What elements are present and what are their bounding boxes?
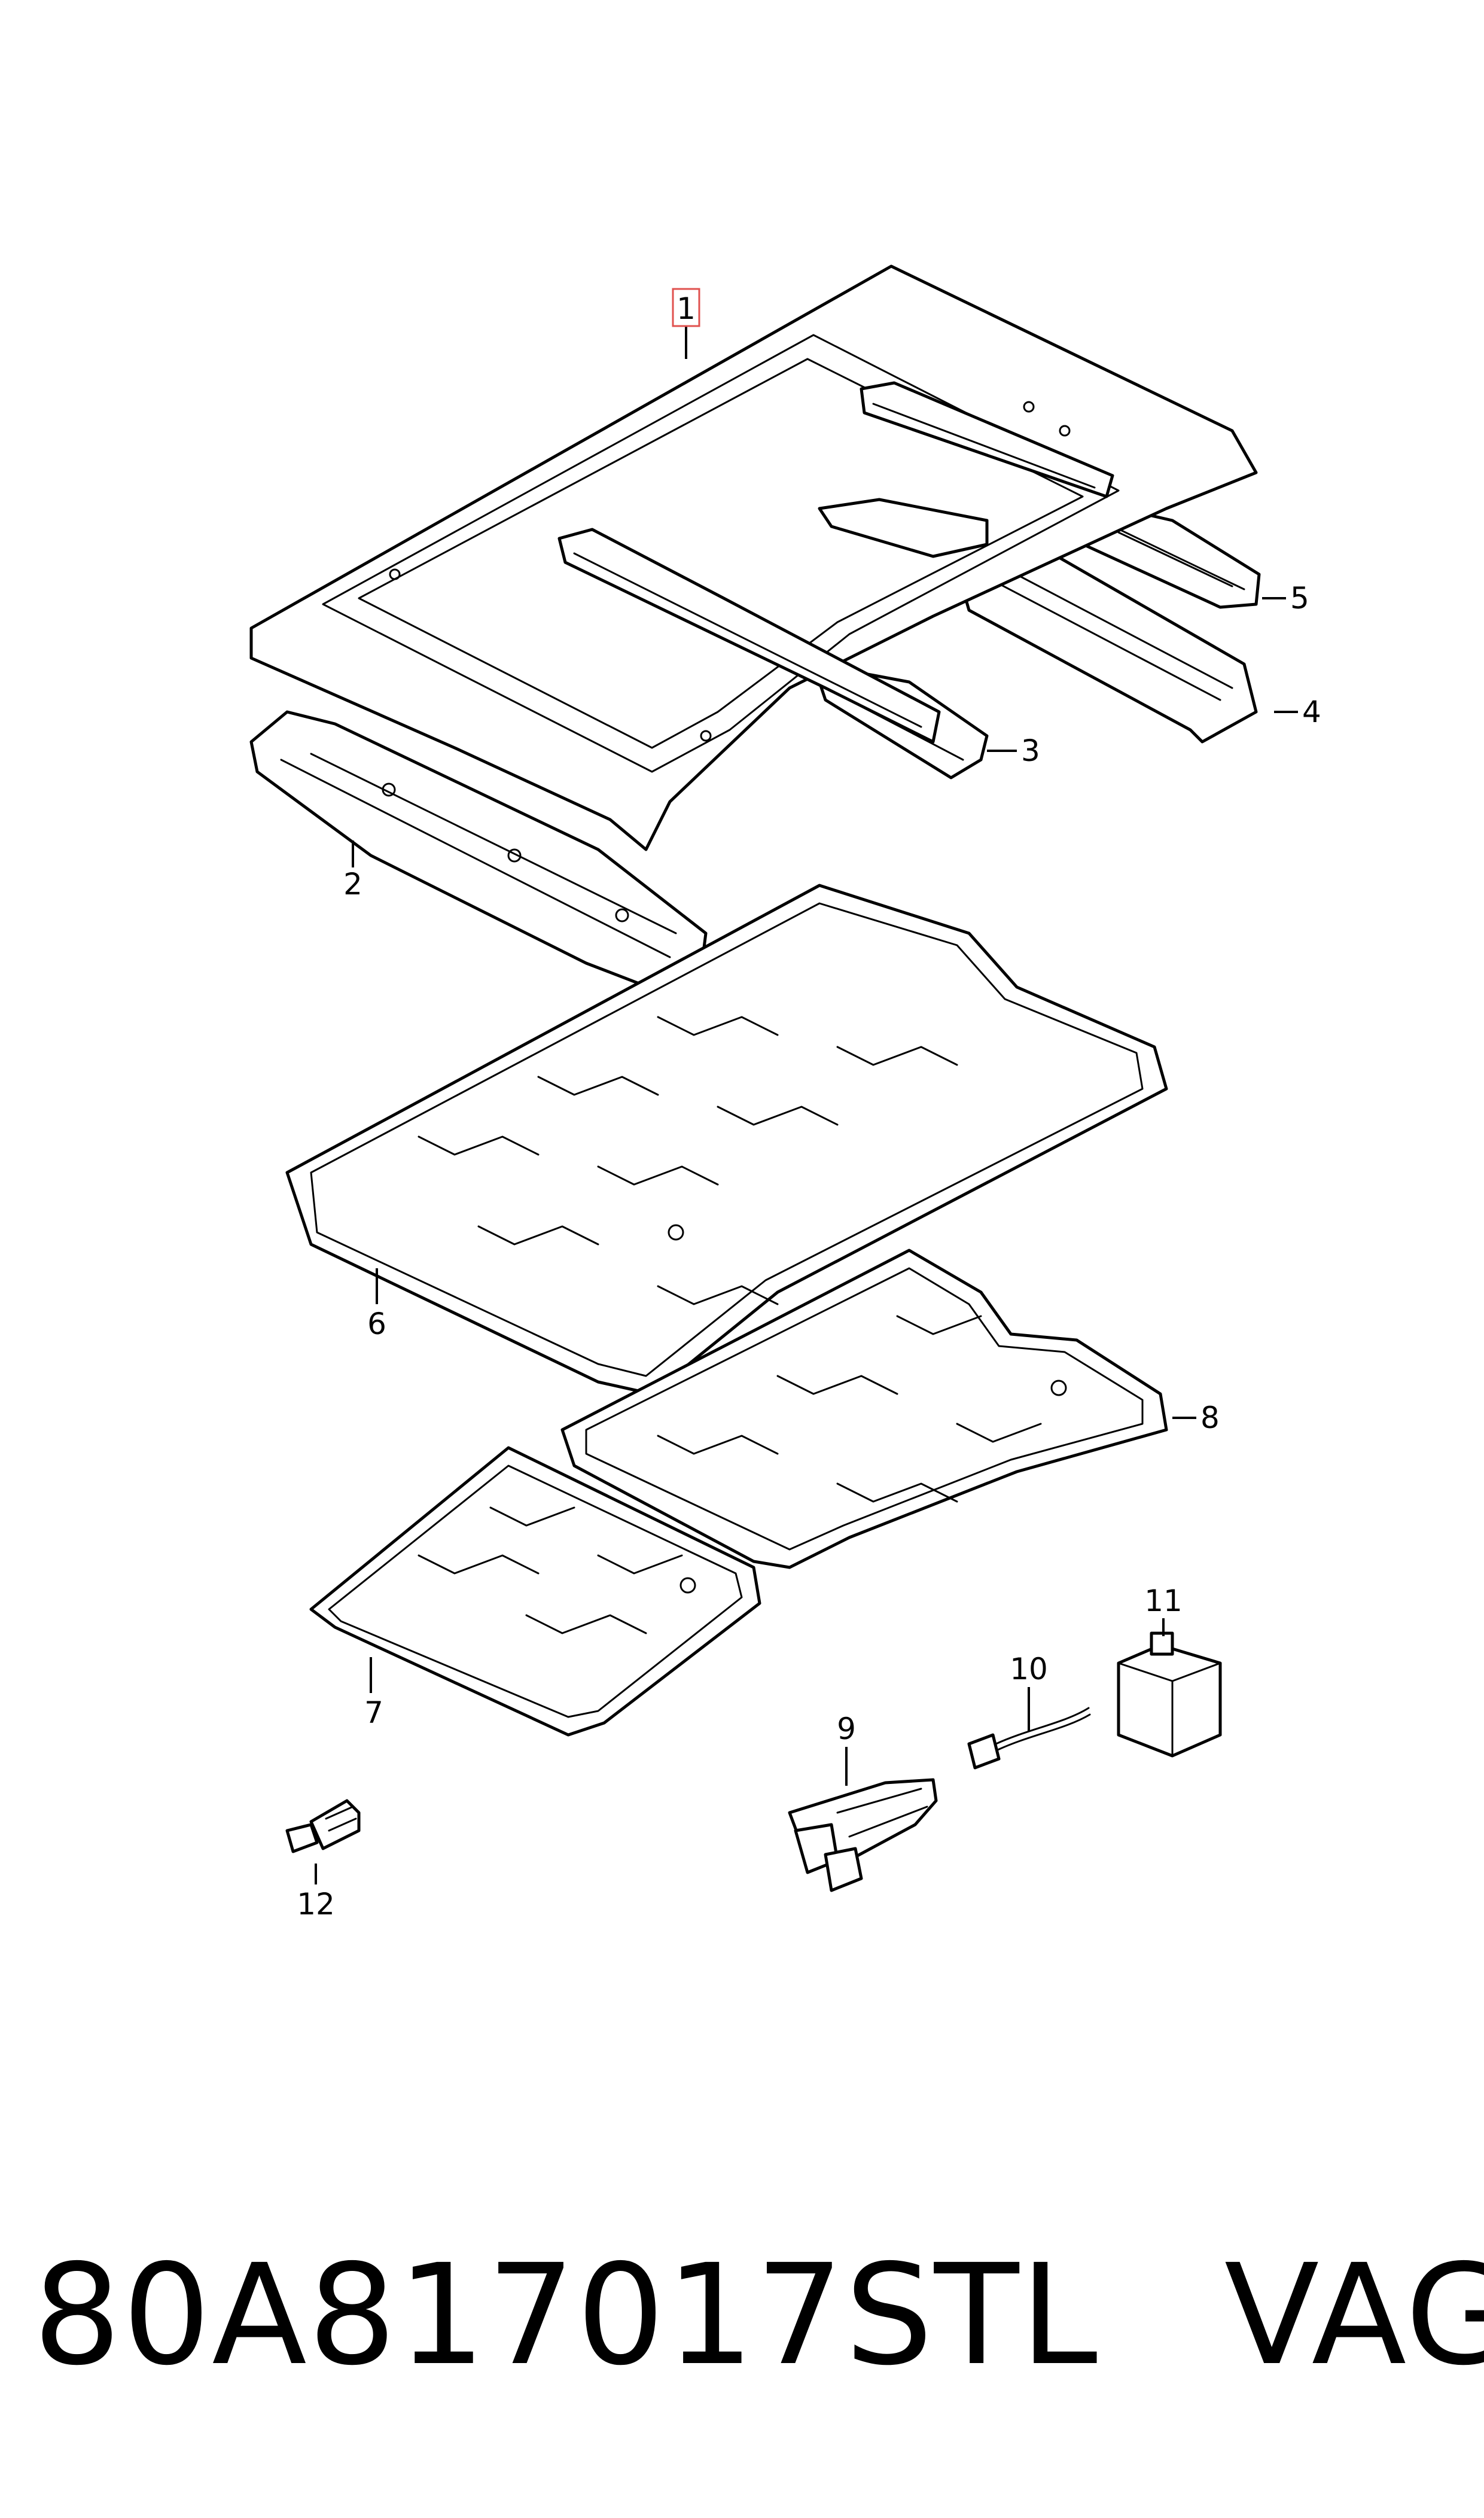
callout-4[interactable]: 4 — [1302, 695, 1321, 729]
part-9-twin-cartridge — [788, 1778, 938, 1892]
callout-7[interactable]: 7 — [364, 1695, 383, 1730]
callout-6[interactable]: 6 — [367, 1307, 386, 1341]
part-12-fastener-clip — [285, 1799, 361, 1853]
callout-1[interactable]: 1 — [677, 291, 696, 326]
part-number: 80A817017STL — [33, 2234, 1099, 2396]
callout-1-highlight-box — [672, 288, 700, 327]
callout-5[interactable]: 5 — [1290, 581, 1309, 616]
callout-9[interactable]: 9 — [837, 1712, 856, 1746]
part-number-caption: 80A817017STL VAG — [33, 2234, 1484, 2396]
callout-10[interactable]: 10 — [1010, 1652, 1048, 1686]
part-8-rear-mat — [560, 1249, 1168, 1569]
callout-2[interactable]: 2 — [343, 867, 362, 902]
callout-8[interactable]: 8 — [1200, 1400, 1220, 1435]
callout-11[interactable]: 11 — [1144, 1584, 1183, 1618]
part-10-nozzle-tube — [967, 1707, 1091, 1770]
part-4-roof-bow — [943, 525, 1258, 744]
part-7-small-mat — [309, 1446, 761, 1737]
callout-3[interactable]: 3 — [1021, 733, 1040, 768]
callout-12[interactable]: 12 — [297, 1887, 335, 1922]
part-1-roof-panel — [249, 264, 1258, 851]
brand-label: VAG — [1224, 2234, 1484, 2396]
part-6-large-mat — [285, 884, 1168, 1396]
part-11-bottle — [1117, 1631, 1222, 1758]
